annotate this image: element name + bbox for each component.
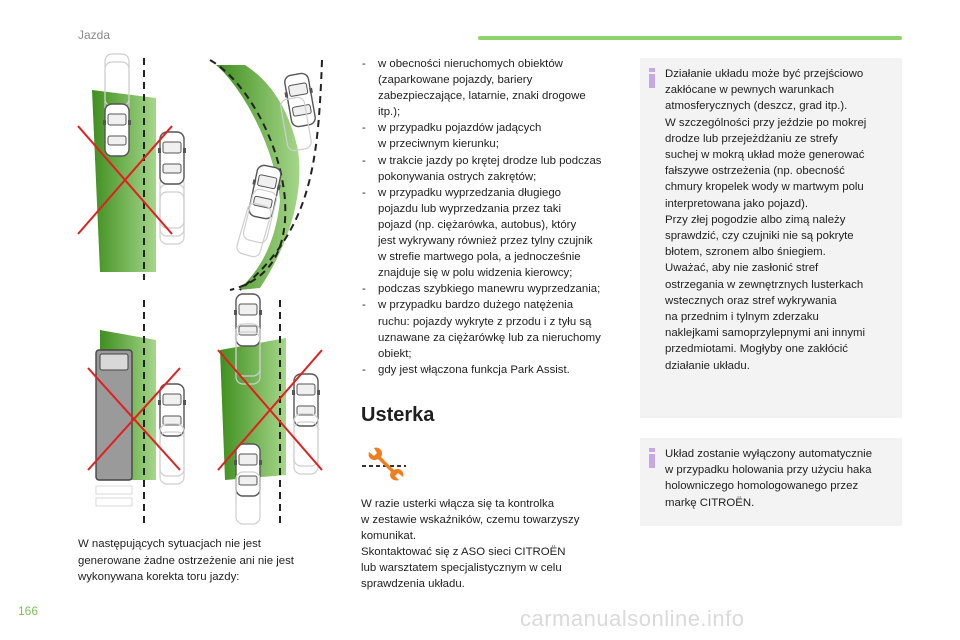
note-line: wstecznych oraz stref wykrywania <box>665 294 837 307</box>
note-line: w przypadku holowania przy użyciu haka <box>665 464 872 477</box>
note-line: zakłócane w pewnych warunkach <box>665 84 835 97</box>
list-item: w przypadku bardzo dużego natężenia ruch… <box>362 297 630 361</box>
list-item-line: gdy jest włączona funkcja Park Assist. <box>378 363 570 376</box>
note-line: suchej w mokrą układ może generować <box>665 149 865 162</box>
info-icon <box>649 448 655 468</box>
figure-heavy-traffic <box>217 293 323 528</box>
list-item-line: itp.); <box>378 106 401 119</box>
caption-line: wykonywana korekta toru jazdy: <box>78 571 240 583</box>
fault-description: W razie usterki włącza się ta kontrolka … <box>361 496 623 593</box>
list-item-line: zabezpieczające, latarnie, znaki drogowe <box>378 90 586 103</box>
fault-line: komunikat. <box>361 530 417 543</box>
page-number: 166 <box>18 604 39 618</box>
list-item-line: podczas szybkiego manewru wyprzedzania; <box>378 283 601 296</box>
note-line: markę CITROËN. <box>665 496 755 509</box>
note-line: Przy złej pogodzie albo zimą należy <box>665 213 846 226</box>
figure-stationary-objects <box>77 53 187 280</box>
list-item-line: jest wykrywany również przez tylny czujn… <box>378 235 593 248</box>
list-item: w trakcie jazdy po krętej drodze lub pod… <box>362 153 630 185</box>
list-item-line: znajduje się w polu widzenia kierowcy; <box>378 267 573 280</box>
list-item-line: w strefie martwego pola, a jednocześnie <box>378 251 581 264</box>
note-line: sprawdzić, czy czujniki nie są pokryte <box>665 230 854 243</box>
note-line: interpretowana jako pojazd). <box>665 197 809 210</box>
note-line: chmury kropelek wody w martwym polu <box>665 181 864 194</box>
fault-line: Skontaktować się z ASO sieci CITROËN <box>361 546 566 559</box>
list-item: gdy jest włączona funkcja Park Assist. <box>362 362 630 378</box>
note-line: przedmiotami. Mogłyby one zakłócić <box>665 343 848 356</box>
list-item-line: w obecności nieruchomych obiektów <box>378 58 563 70</box>
note-line: drodze lub przejeżdżaniu ze strefy <box>665 132 838 145</box>
note-line: Działanie układu może być przejściowo <box>665 68 864 80</box>
note-line: ostrzegania w zewnętrznych lusterkach <box>665 278 864 291</box>
fault-line: lub warsztatem specjalistycznym w celu <box>361 562 562 575</box>
header-accent-bar <box>478 36 902 40</box>
note-line: naklejkami samoprzylepnymi ani innymi <box>665 327 866 340</box>
list-item: w przypadku wyprzedzania długiego pojazd… <box>362 185 630 282</box>
exceptions-list: w obecności nieruchomych obiektów (zapar… <box>362 56 630 378</box>
list-item-line: uznawane za ciężarówkę lub za nieruchomy <box>378 331 601 344</box>
list-item-line: w trakcie jazdy po krętej drodze lub pod… <box>378 154 602 167</box>
note-line: Uważać, aby nie zasłonić stref <box>665 262 819 275</box>
list-item-line: w przypadku pojazdów jadących <box>378 122 542 135</box>
note-line: Układ zostanie wyłączony automatycznie <box>665 448 873 460</box>
note-line: fałszywe ostrzeżenia (np. obecność <box>665 165 845 178</box>
info-icon <box>649 68 655 88</box>
note-line: atmosferycznych (deszcz, grad itp.). <box>665 100 848 113</box>
list-item-line: (zaparkowane pojazdy, bariery <box>378 74 533 87</box>
list-item-line: w przypadku wyprzedzania długiego <box>378 186 561 199</box>
note-line: błotem, szronem albo śniegiem. <box>665 246 826 259</box>
list-item-line: pojazdu lub wyprzedzania przez taki <box>378 202 561 215</box>
fault-line: sprawdzenia układu. <box>361 578 465 591</box>
figure-truck <box>87 300 187 528</box>
list-item: podczas szybkiego manewru wyprzedzania; <box>362 281 630 297</box>
list-item-line: obiekt; <box>378 347 412 360</box>
watermark: carmanualsonline.info <box>520 606 745 631</box>
note-line: holowniczego homologowanego przez <box>665 480 859 493</box>
note-line: na przednim i tylnym zderzaku <box>665 311 819 324</box>
list-item-line: ruchu: pojazdy wykryte z przodu i z tyłu… <box>378 315 592 328</box>
caption-line: generowane żadne ostrzeżenie ani nie jes… <box>78 554 294 567</box>
blind-spot-illustrations <box>77 53 323 528</box>
weather-note-text: Działanie układu może być przejściowo za… <box>665 66 897 374</box>
caption-line: W następujących sytuacjach nie jest <box>78 538 261 550</box>
figure-curved-road <box>209 59 323 291</box>
note-line: działanie układu. <box>665 359 750 372</box>
list-item-line: pokonywania ostrych zakrętów; <box>378 170 537 183</box>
list-item-line: w przypadku bardzo dużego natężenia <box>378 299 574 312</box>
wrench-warning-icon <box>362 447 406 481</box>
towing-note-text: Układ zostanie wyłączony automatycznie w… <box>665 446 897 511</box>
fault-line: w zestawie wskaźników, czemu towarzyszy <box>361 514 580 527</box>
exceptions-intro: W następujących sytuacjach nie jest gene… <box>78 536 338 586</box>
list-item-line: pojazd (np. ciężarówka, autobus), który <box>378 218 577 231</box>
list-item-line: w przeciwnym kierunku; <box>378 138 499 151</box>
towing-note-box: Układ zostanie wyłączony automatycznie w… <box>640 438 902 526</box>
section-header: Jazda <box>78 28 111 42</box>
weather-note-box: Działanie układu może być przejściowo za… <box>640 58 902 418</box>
list-item: w obecności nieruchomych obiektów (zapar… <box>362 56 630 120</box>
fault-section-title: Usterka <box>361 404 435 426</box>
note-line: W szczególności przy jeździe po mokrej <box>665 116 867 129</box>
fault-line: W razie usterki włącza się ta kontrolka <box>361 498 555 510</box>
list-item: w przypadku pojazdów jadących w przeciwn… <box>362 120 630 152</box>
